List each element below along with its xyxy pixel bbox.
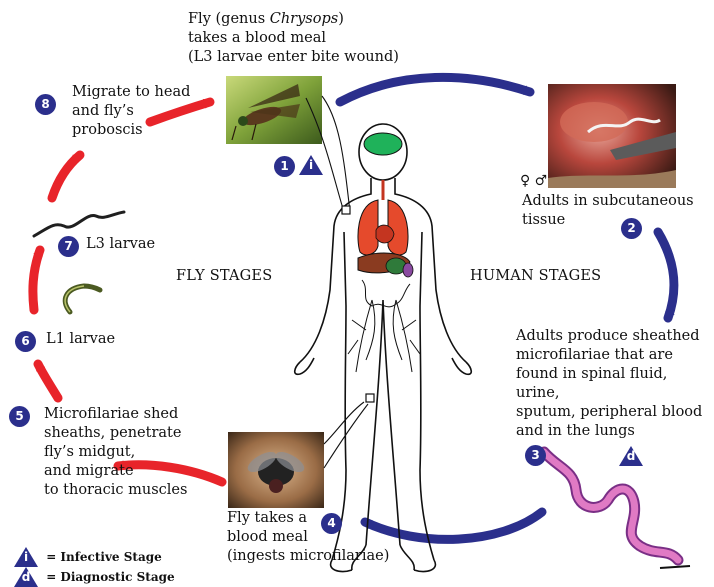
diagnostic-legend-symbol: d xyxy=(14,567,38,587)
step-5-number: 5 xyxy=(9,406,30,427)
fly-photo-2 xyxy=(228,432,324,508)
arrow-7-to-8 xyxy=(52,155,80,198)
arrow-6-to-7 xyxy=(33,250,40,310)
connector-fly1-to-neck xyxy=(322,96,350,212)
diagnostic-stage-marker: d xyxy=(619,446,643,466)
step-2-number: 2 xyxy=(621,218,642,239)
step-1-caption: Fly (genus Chrysops) takes a blood meal … xyxy=(188,10,399,67)
step-4-caption: Fly takes a blood meal (ingests microfil… xyxy=(227,509,389,566)
sex-symbols: ♀ ♂ xyxy=(520,172,547,191)
fly-stages-label: FLY STAGES xyxy=(176,268,272,284)
step-8-caption: Migrate to head and fly’s proboscis xyxy=(72,83,190,140)
infective-legend-label: = Infective Stage xyxy=(46,550,162,564)
fly-photo-1 xyxy=(226,76,322,144)
step-7-caption: L3 larvae xyxy=(86,235,155,254)
kidney xyxy=(403,263,413,277)
eye-worm-photo xyxy=(548,84,676,188)
step-8-number: 8 xyxy=(35,94,56,115)
legend-infective: i = Infective Stage xyxy=(14,547,162,567)
step-5-caption: Microfilariae shed sheaths, penetrate fl… xyxy=(44,405,187,500)
arrow-3-to-4 xyxy=(365,512,542,539)
step-3-number: 3 xyxy=(525,445,546,466)
legend-diagnostic: d = Diagnostic Stage xyxy=(14,567,175,587)
diagnostic-legend-label: = Diagnostic Stage xyxy=(46,570,174,584)
brain xyxy=(364,133,402,155)
arrow-2-to-3 xyxy=(658,232,674,318)
step-6-caption: L1 larvae xyxy=(46,330,115,349)
intestines xyxy=(362,280,410,307)
infective-stage-marker: i xyxy=(299,155,323,175)
l3-larva xyxy=(34,212,124,236)
step-4-number: 4 xyxy=(321,513,342,534)
human-stages-label: HUMAN STAGES xyxy=(470,268,601,284)
step-2-caption: Adults in subcutaneous tissue xyxy=(522,192,714,230)
arrow-1-to-2 xyxy=(340,77,530,102)
step-3-caption: Adults produce sheathed microfilariae th… xyxy=(516,327,714,441)
heart xyxy=(376,225,394,243)
infective-legend-symbol: i xyxy=(14,547,38,567)
arrow-5-to-6 xyxy=(38,364,58,398)
step-6-number: 6 xyxy=(15,331,36,352)
step-1-number: 1 xyxy=(274,156,295,177)
step-7-number: 7 xyxy=(58,236,79,257)
